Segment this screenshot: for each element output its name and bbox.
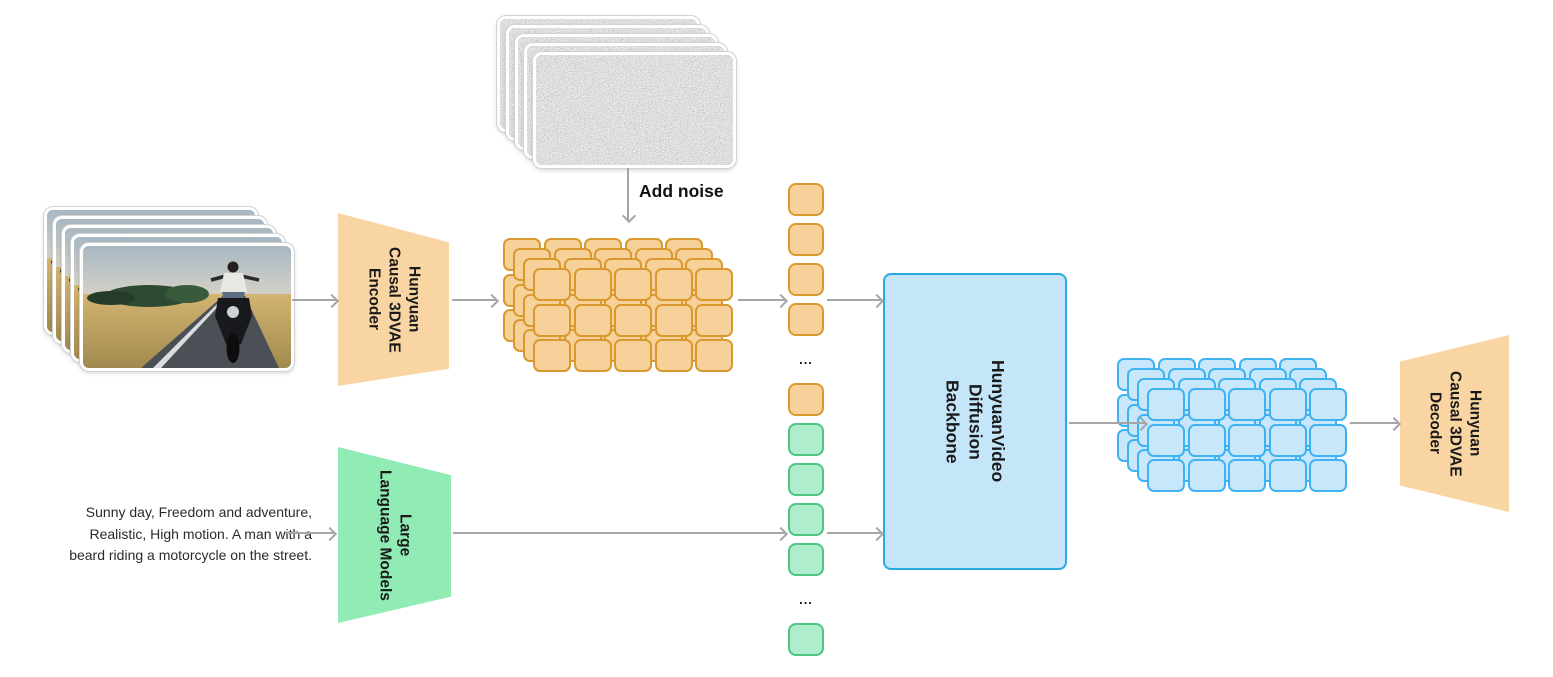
arrow-text-tokens-to-backbone — [827, 526, 885, 542]
arrow-latents-to-decoder — [1350, 416, 1402, 432]
latent-token — [1268, 388, 1307, 421]
latent-token — [1309, 459, 1347, 492]
latent-token — [1228, 423, 1266, 457]
green-token — [788, 423, 824, 456]
gaussian-noise-frame — [533, 52, 736, 168]
encoder-block: Hunyuan Causal 3DVAE Encoder — [338, 213, 449, 386]
video-latent-token-grid — [503, 238, 733, 372]
latent-token — [1147, 423, 1185, 457]
latent-token — [533, 339, 571, 372]
add-noise-arrow — [621, 168, 637, 224]
latent-token — [614, 268, 652, 301]
arrow-prompt-to-llm — [285, 526, 338, 542]
arrow-latents-to-tokens — [738, 293, 789, 309]
encoder-label: Hunyuan Causal 3DVAE Encoder — [365, 246, 423, 353]
latent-token — [1228, 388, 1266, 421]
ellipsis: ... — [799, 592, 813, 607]
orange-token — [788, 383, 824, 416]
latent-grid-layer — [1147, 388, 1347, 492]
green-token — [788, 463, 824, 496]
orange-token — [788, 223, 824, 256]
decoder-label: Hunyuan Causal 3DVAE Decoder — [1426, 370, 1484, 477]
arrow-head-icon — [621, 208, 637, 224]
arrow-encoder-to-latents — [452, 293, 500, 309]
arrow-head-icon — [322, 526, 338, 542]
arrow-head-icon — [773, 526, 789, 542]
latent-token — [573, 339, 612, 372]
latent-token — [1147, 459, 1185, 492]
latent-token — [1268, 423, 1307, 457]
latent-token — [614, 303, 652, 337]
diffusion-backbone-block: HunyuanVideo Diffusion Backbone — [883, 273, 1067, 570]
latent-token — [614, 339, 652, 372]
video-token-group — [788, 183, 824, 336]
latent-token — [533, 268, 571, 301]
arrow-backbone-to-denoised-latents — [1069, 416, 1149, 432]
latent-token — [1147, 388, 1185, 421]
arrow-head-icon — [869, 293, 885, 309]
token-sequence-column: ... ... — [788, 183, 824, 656]
latent-token — [695, 339, 733, 372]
green-token — [788, 543, 824, 576]
arrow-head-icon — [484, 293, 500, 309]
add-noise-label: Add noise — [639, 181, 724, 201]
orange-token — [788, 303, 824, 336]
latent-token — [654, 268, 693, 301]
latent-token — [533, 303, 571, 337]
decoder-block: Hunyuan Causal 3DVAE Decoder — [1400, 335, 1509, 512]
llm-label: Large Language Models — [376, 469, 414, 601]
input-video-frame-stack — [44, 207, 294, 371]
green-token — [788, 623, 824, 656]
latent-token — [1309, 423, 1347, 457]
latent-token — [1228, 459, 1266, 492]
text-token-group — [788, 623, 824, 656]
denoised-latent-token-grid — [1117, 358, 1347, 492]
video-and-text-token-group — [788, 383, 824, 576]
latent-token — [654, 303, 693, 337]
latent-token — [1187, 388, 1226, 421]
ellipsis: ... — [799, 352, 813, 367]
arrow-head-icon — [773, 293, 789, 309]
latent-token — [573, 268, 612, 301]
backbone-label: HunyuanVideo Diffusion Backbone — [942, 360, 1009, 483]
latent-token — [1309, 388, 1347, 421]
arrow-head-icon — [869, 526, 885, 542]
latent-token — [1187, 423, 1226, 457]
latent-token — [695, 303, 733, 337]
video-frame-motorcycle-rider — [80, 243, 294, 371]
latent-token — [1187, 459, 1226, 492]
arrow-head-icon — [1386, 416, 1402, 432]
orange-token — [788, 183, 824, 216]
latent-token — [573, 303, 612, 337]
arrow-head-icon — [324, 293, 340, 309]
latent-token — [1268, 459, 1307, 492]
llm-block: Large Language Models — [338, 447, 451, 623]
green-token — [788, 503, 824, 536]
arrow-video-tokens-to-backbone — [827, 293, 885, 309]
arrow-video-to-encoder — [292, 293, 340, 309]
orange-token — [788, 263, 824, 296]
latent-token — [695, 268, 733, 301]
arrow-llm-to-tokens — [453, 526, 789, 542]
text-prompt: Sunny day, Freedom and adventure, Realis… — [69, 504, 312, 564]
latent-grid-layer — [533, 268, 733, 372]
noise-frame-stack — [497, 16, 736, 168]
latent-token — [654, 339, 693, 372]
